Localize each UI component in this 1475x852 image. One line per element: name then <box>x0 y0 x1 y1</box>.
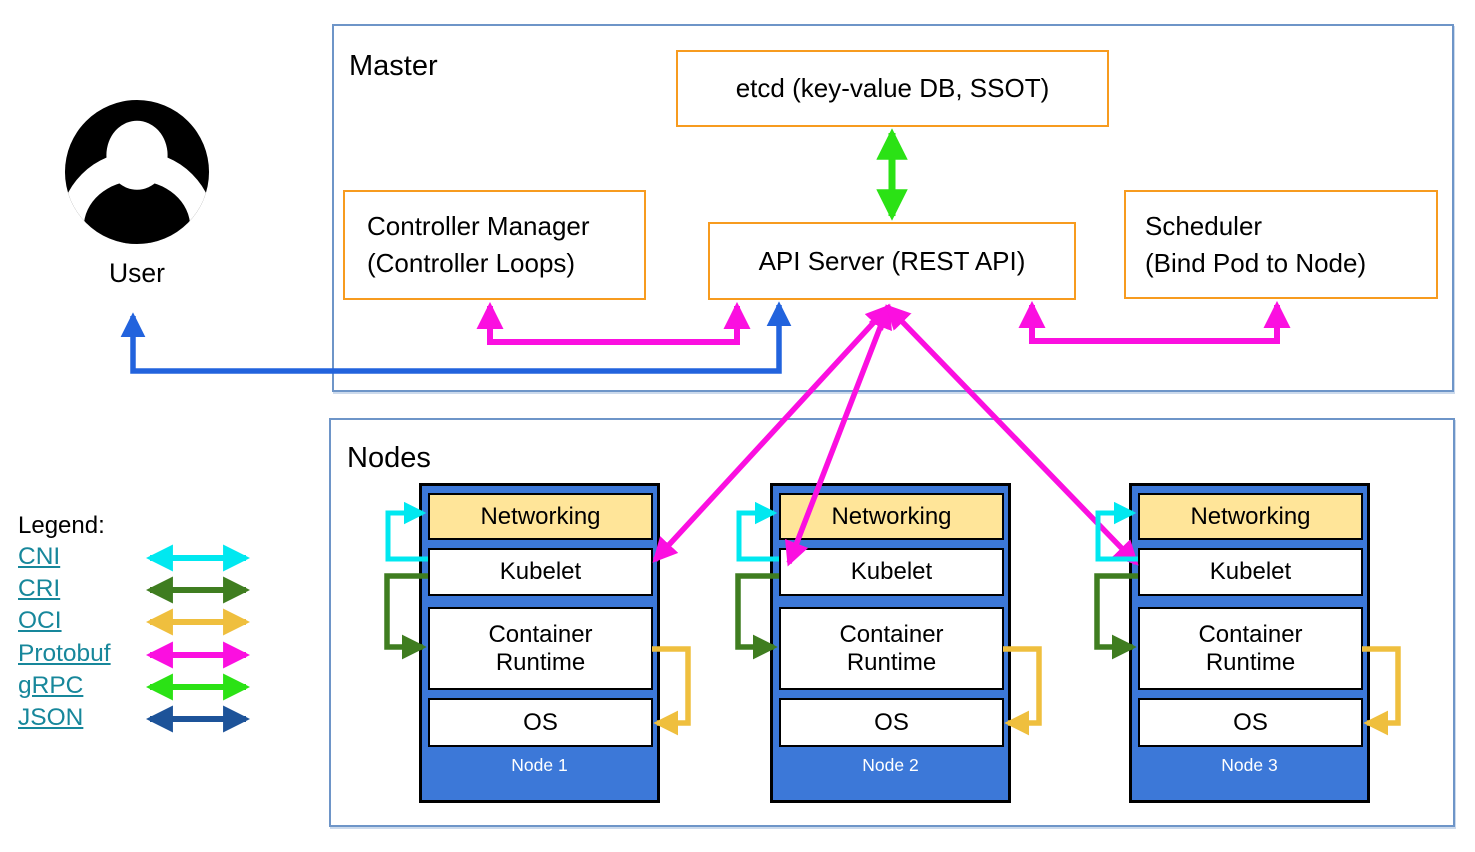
node1-os-layer: OS <box>428 698 653 747</box>
node-card-1: Networking Kubelet Container Runtime OS … <box>419 483 660 803</box>
node2-container-runtime-layer: Container Runtime <box>779 607 1004 690</box>
legend-link-protobuf[interactable]: Protobuf <box>18 640 111 667</box>
node2-name: Node 2 <box>862 754 919 775</box>
legend-link-json[interactable]: JSON <box>18 704 84 731</box>
legend-link-cri[interactable]: CRI <box>18 575 61 602</box>
legend-title: Legend: <box>18 512 105 539</box>
nodes-section-label: Nodes <box>347 442 431 474</box>
controller-manager-box: Controller Manager (Controller Loops) <box>343 190 646 300</box>
master-section-label: Master <box>349 50 438 82</box>
legend-link-grpc[interactable]: gRPC <box>18 672 84 699</box>
scheduler-box: Scheduler (Bind Pod to Node) <box>1124 190 1438 299</box>
node2-os-layer: OS <box>779 698 1004 747</box>
node3-networking-layer: Networking <box>1138 493 1363 540</box>
node-card-2: Networking Kubelet Container Runtime OS … <box>770 483 1011 803</box>
node2-networking-layer: Networking <box>779 493 1004 540</box>
node1-container-runtime-layer: Container Runtime <box>428 607 653 690</box>
node3-container-runtime-layer: Container Runtime <box>1138 607 1363 690</box>
node2-kubelet-layer: Kubelet <box>779 548 1004 596</box>
scheduler-title: Scheduler <box>1145 210 1263 241</box>
node3-kubelet-layer: Kubelet <box>1138 548 1363 596</box>
node-card-3: Networking Kubelet Container Runtime OS … <box>1129 483 1370 803</box>
etcd-box: etcd (key-value DB, SSOT) <box>676 50 1109 127</box>
node3-os-layer: OS <box>1138 698 1363 747</box>
legend-link-oci[interactable]: OCI <box>18 607 62 634</box>
node1-kubelet-layer: Kubelet <box>428 548 653 596</box>
legend-link-cni[interactable]: CNI <box>18 543 61 570</box>
user-label: User <box>109 258 165 288</box>
controller-manager-subtitle: (Controller Loops) <box>367 248 576 278</box>
scheduler-subtitle: (Bind Pod to Node) <box>1145 247 1367 278</box>
node1-name: Node 1 <box>511 754 568 775</box>
node1-networking-layer: Networking <box>428 493 653 540</box>
user-icon <box>64 99 210 245</box>
node3-name: Node 3 <box>1221 754 1278 775</box>
api-server-box: API Server (REST API) <box>708 222 1076 300</box>
controller-manager-title: Controller Manager <box>367 211 590 242</box>
